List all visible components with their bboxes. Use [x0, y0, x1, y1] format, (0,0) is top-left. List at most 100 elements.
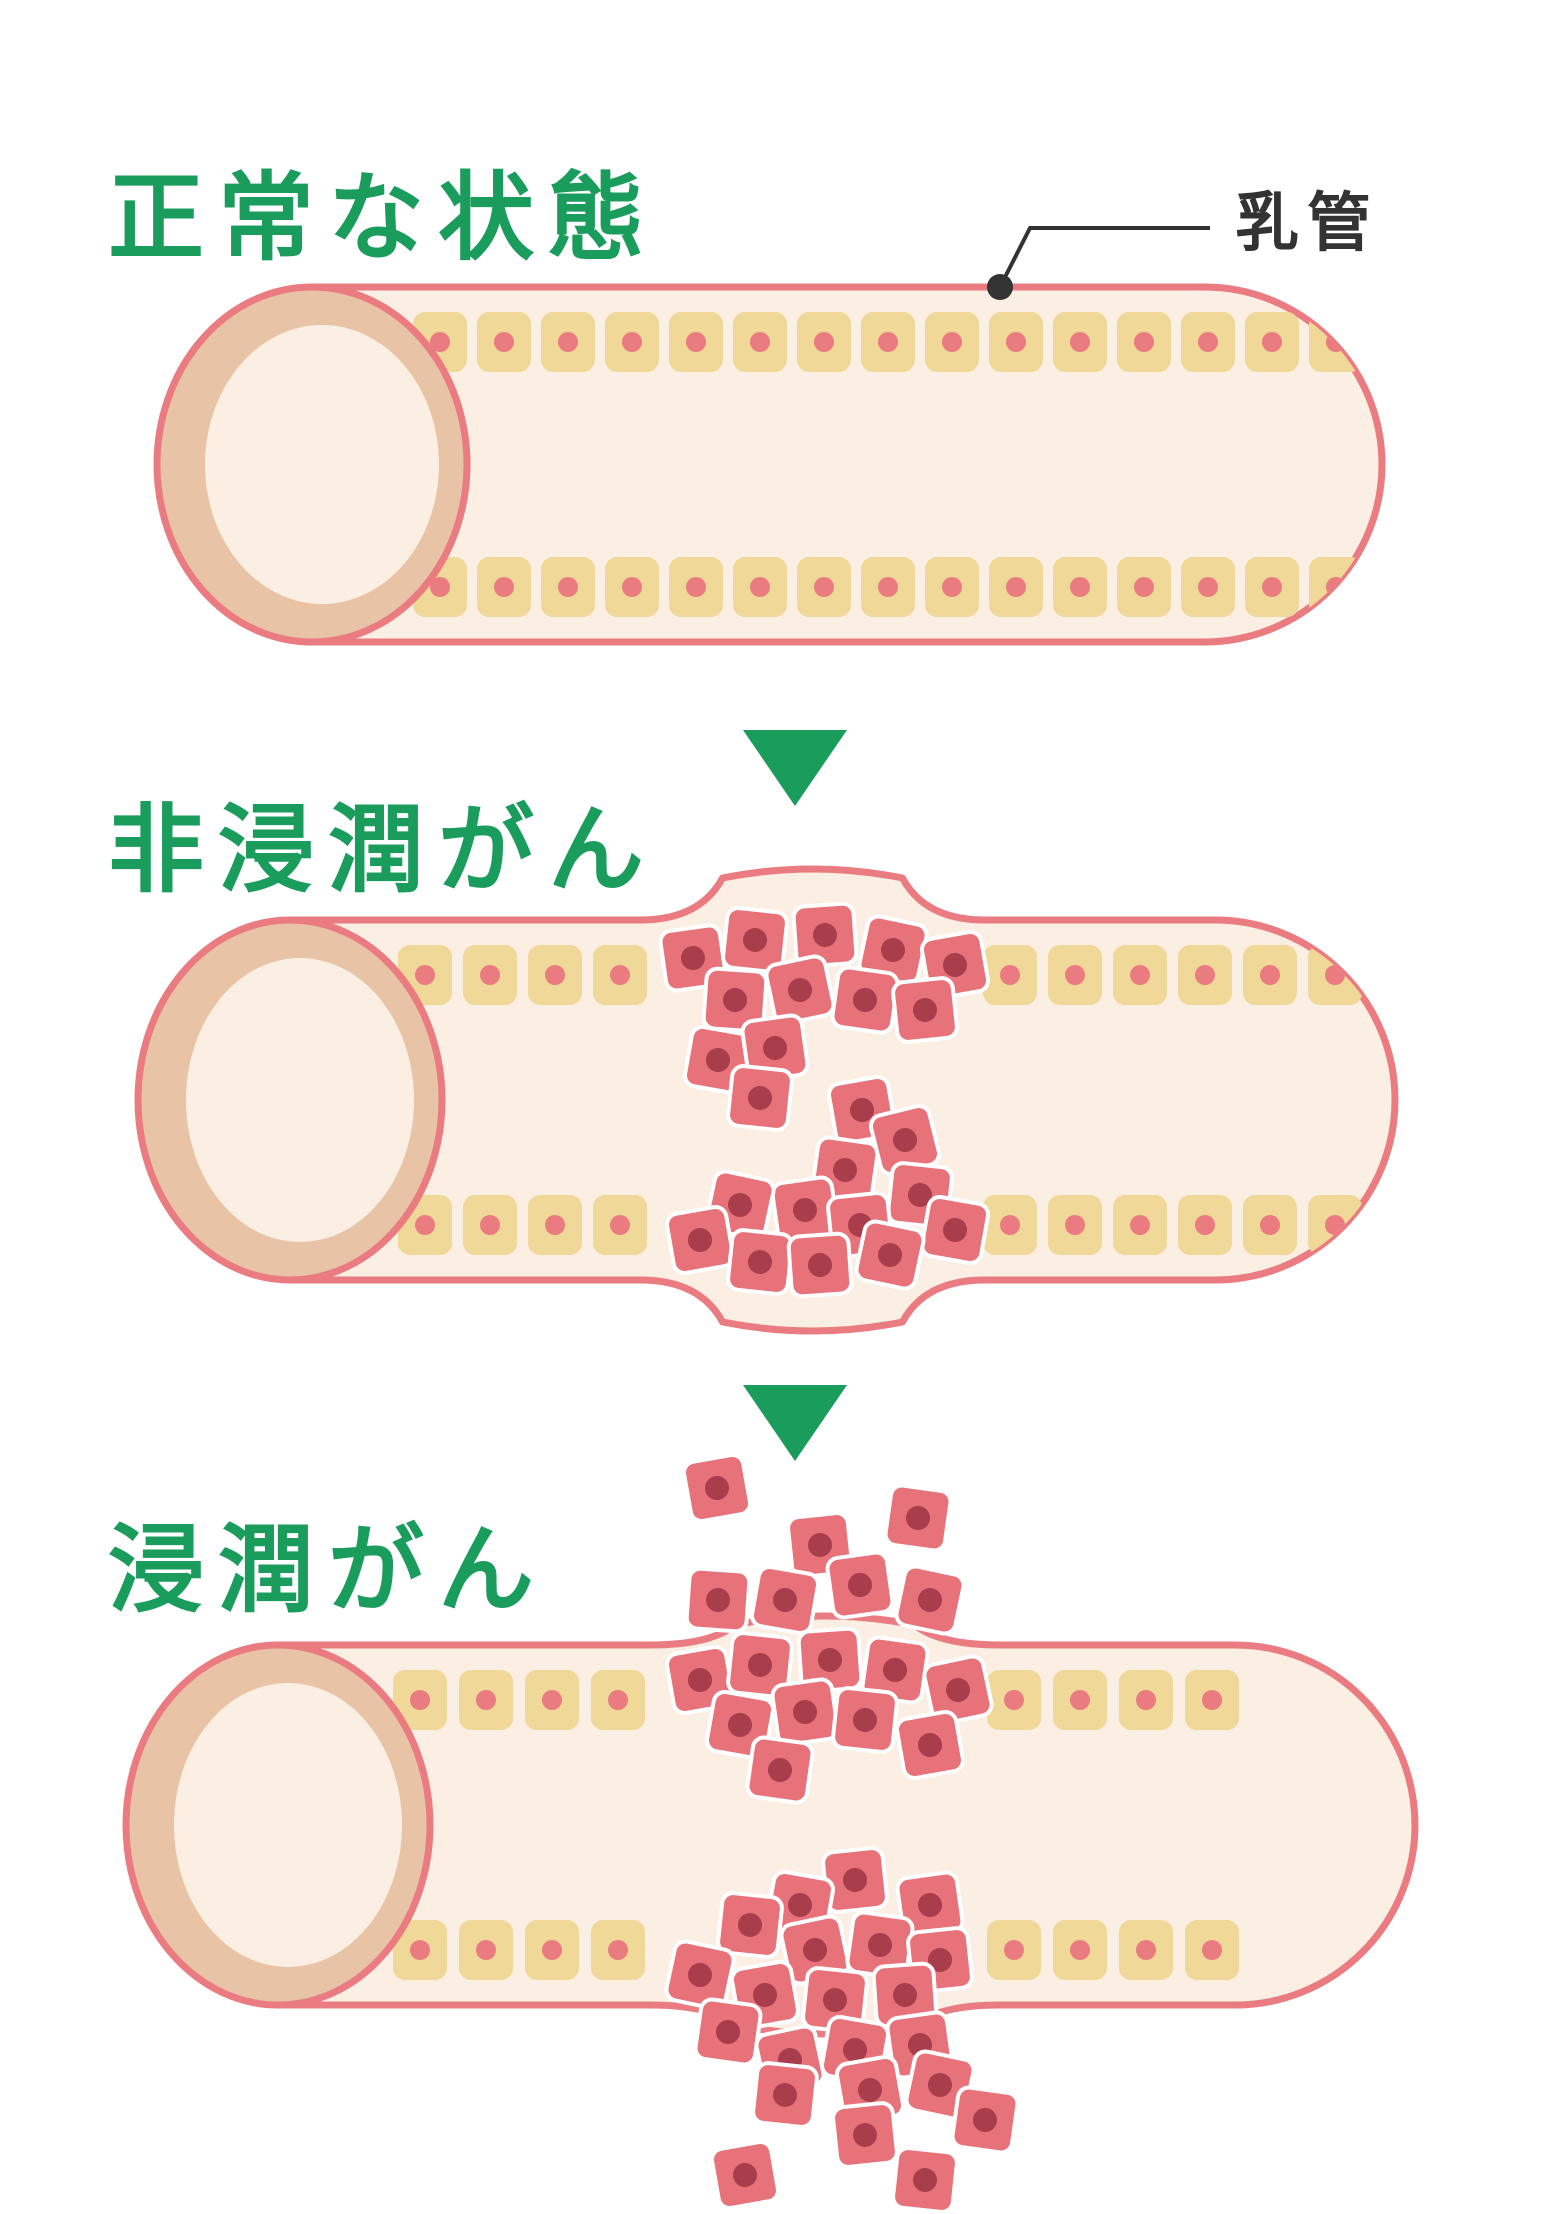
cancer-cell-nucleus: [738, 1913, 762, 1937]
duct-lumen: [174, 1683, 402, 1967]
cell-nucleus: [1202, 1690, 1222, 1710]
cancer-cell-nucleus: [688, 1228, 712, 1252]
cell-nucleus: [542, 1940, 562, 1960]
cell-nucleus: [1006, 332, 1026, 352]
cancer-cell: [745, 1735, 815, 1805]
cancer-cell-nucleus: [928, 2073, 952, 2097]
cell-nucleus: [1065, 965, 1085, 985]
cell-nucleus: [878, 332, 898, 352]
cell-nucleus: [494, 577, 514, 597]
cancer-cell-nucleus: [706, 1048, 730, 1072]
cancer-cell: [786, 1231, 854, 1299]
cell-nucleus: [750, 332, 770, 352]
cancer-cell: [801, 1966, 869, 2034]
cancer-cell: [681, 1452, 753, 1524]
cancer-cell: [664, 1204, 736, 1276]
cancer-cell-nucleus: [893, 1128, 917, 1152]
cancer-cell-nucleus: [728, 1713, 752, 1737]
cancer-cell-nucleus: [858, 2078, 882, 2102]
cell-nucleus: [1195, 965, 1215, 985]
cancer-cell-nucleus: [788, 978, 812, 1002]
cancer-cell-nucleus: [748, 1653, 772, 1677]
cancer-cluster-invasive: [664, 1452, 1020, 2214]
cancer-cell-nucleus: [848, 1573, 872, 1597]
cell-nucleus: [410, 1940, 430, 1960]
cell-nucleus: [1198, 577, 1218, 597]
cancer-cell-nucleus: [868, 1933, 892, 1957]
cancer-cell: [770, 1677, 840, 1747]
cell-nucleus: [608, 1940, 628, 1960]
epithelial-layer: [398, 945, 1362, 1255]
cell-nucleus: [1070, 577, 1090, 597]
cancer-cell: [860, 1635, 930, 1705]
cancer-cell: [950, 2085, 1020, 2155]
cancer-cell-nucleus: [973, 2108, 997, 2132]
down-arrow-icon: [743, 730, 847, 806]
cell-nucleus: [480, 1215, 500, 1235]
cancer-cell: [726, 1064, 794, 1132]
cancer-cell-nucleus: [753, 1983, 777, 2007]
cell-nucleus: [942, 577, 962, 597]
epithelial-layer: [393, 1670, 1239, 1980]
duct-wall: [308, 283, 1386, 646]
cancer-cell: [922, 1654, 994, 1726]
duct-lumen: [186, 958, 414, 1242]
cancer-cell-nucleus: [748, 1086, 772, 1110]
cancer-cell: [684, 1566, 752, 1634]
cell-nucleus: [415, 1215, 435, 1235]
cell-nucleus: [558, 332, 578, 352]
cancer-cell-nucleus: [943, 953, 967, 977]
cancer-cell: [693, 1997, 763, 2067]
cancer-cell: [891, 976, 959, 1044]
cancer-cell-nucleus: [883, 1658, 907, 1682]
cancer-cell-nucleus: [773, 1588, 797, 1612]
cell-nucleus: [610, 965, 630, 985]
cancer-cell: [749, 1564, 821, 1636]
cell-nucleus: [558, 577, 578, 597]
cancer-cell: [831, 1686, 899, 1754]
cell-nucleus: [622, 332, 642, 352]
duct-callout-label: 乳管: [1235, 187, 1379, 261]
cell-nucleus: [1260, 1215, 1280, 1235]
cell-nucleus: [1195, 1215, 1215, 1235]
cancer-cell: [726, 1631, 794, 1699]
cancer-cell-nucleus: [881, 938, 905, 962]
cancer-cell-nucleus: [706, 1588, 730, 1612]
cancer-cell-nucleus: [853, 1708, 877, 1732]
cell-nucleus: [545, 965, 565, 985]
cancer-cell: [729, 1959, 801, 2031]
cancer-cell-nucleus: [716, 2020, 740, 2044]
cancer-cell-nucleus: [843, 2038, 867, 2062]
cell-nucleus: [480, 965, 500, 985]
callout-dot: [987, 274, 1013, 300]
cancer-cell: [883, 1483, 953, 1553]
cancer-cell: [716, 1891, 784, 1959]
cancer-cell: [871, 1961, 939, 2029]
cell-nucleus: [750, 577, 770, 597]
cancer-cell-nucleus: [853, 2123, 877, 2147]
down-arrow-shape: [743, 1385, 847, 1461]
cancer-cell: [831, 2101, 899, 2169]
cell-nucleus: [608, 1690, 628, 1710]
cell-nucleus: [1130, 1215, 1150, 1235]
cancer-cell-nucleus: [928, 1948, 952, 1972]
cancer-cell-nucleus: [733, 2163, 757, 2187]
cell-nucleus: [410, 1690, 430, 1710]
duct-normal: [153, 283, 1386, 646]
callout-line: [998, 226, 1210, 288]
cancer-cell: [830, 965, 900, 1035]
cell-nucleus: [1130, 965, 1150, 985]
stage-title-normal: 正常な状態: [108, 162, 658, 274]
cell-nucleus: [1065, 1215, 1085, 1235]
cancer-cell-nucleus: [908, 1183, 932, 1207]
cancer-cell-nucleus: [723, 988, 747, 1012]
stage-title-non-invasive: 非浸潤がん: [108, 794, 658, 906]
cancer-cell: [751, 2061, 819, 2129]
cell-nucleus: [415, 965, 435, 985]
cancer-cell-nucleus: [913, 2168, 937, 2192]
cancer-cell: [854, 1219, 926, 1291]
cell-nucleus: [686, 577, 706, 597]
cell-nucleus: [1000, 1215, 1020, 1235]
cancer-cell: [891, 2146, 959, 2214]
